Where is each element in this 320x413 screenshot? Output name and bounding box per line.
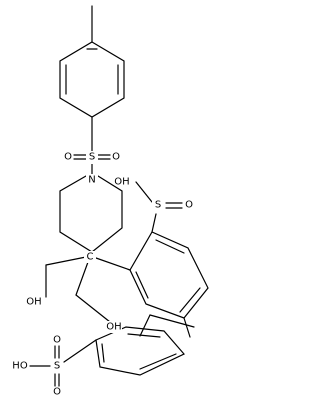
oh-mid-bond: [75, 294, 111, 323]
quaternary-c-to-aryl-bond: [95, 257, 131, 271]
label-bg-sulfonic-top-s: [152, 199, 164, 212]
sulfonic-bottom-o-bottom-label: O: [53, 387, 61, 398]
hydroxymethyl-groups: [45, 256, 111, 323]
ring-n-label: N: [88, 175, 95, 186]
label-bg-ring-n: [86, 174, 98, 186]
toluenesulfonic-acid-lower: [29, 257, 195, 387]
aryl-ring-upper-inner-1: [155, 239, 185, 254]
quaternary-c-label: C: [87, 252, 94, 263]
aryl-ring-lower-inner-2: [139, 353, 177, 370]
sulfonic-top-oh-label: OH: [114, 177, 129, 188]
sulfonic-top-o-label: O: [185, 200, 193, 211]
hydroxyl-left-label: OH: [26, 297, 41, 308]
toluenesulfonic-acid-upper: [129, 181, 209, 338]
methyl-upper-bond: [183, 317, 191, 338]
piperidine-ring: [59, 175, 123, 253]
aryl-ring-lower: [95, 326, 185, 376]
aryl-ring-lower-inner-3: [101, 343, 105, 363]
aryl-ring-upper-inner-2: [179, 287, 201, 313]
sulfonic-bottom-o-top-label: O: [53, 335, 61, 346]
tosyl-group: [59, 5, 125, 177]
sulfonyl-s-label: S: [89, 152, 95, 163]
label-bg-hydroxyl-mid: [106, 321, 122, 333]
hydroxyl-mid-label: OH: [106, 322, 121, 333]
methyl-lower-bond: [149, 314, 195, 328]
ring-to-sulfonic-top-bond: [151, 213, 157, 233]
piperidine-bonds: [59, 175, 123, 253]
ch2-mid-bond: [75, 261, 89, 296]
aryl-ring-upper-inner-3: [135, 271, 149, 299]
sulfonyl-o-left-label: O: [64, 152, 72, 163]
sulfonic-top-s-oh-bond: [135, 181, 153, 203]
label-bg-quaternary-c: [84, 251, 96, 263]
chemical-structure-diagram: S O O N C OH OH OH S O HO S O O: [12, 5, 209, 398]
label-bg-sulfonic-bottom-s: [51, 360, 63, 373]
tosyl-benzene-ring: [59, 41, 125, 118]
ring-to-sulfonic-bottom-bond: [63, 339, 97, 363]
sulfonic-top-s-label: S: [155, 200, 161, 211]
atom-labels: S O O N C OH OH OH S O HO S O O: [12, 151, 193, 398]
aryl-ring-lower-inner-1: [127, 333, 161, 338]
methyl-lower-stub: [139, 314, 151, 337]
sulfonyl-o-right-label: O: [112, 152, 120, 163]
sulfonic-bottom-s-label: S: [54, 361, 60, 372]
ch2-left-bond: [45, 256, 87, 266]
label-bg-sulfonyl-s: [86, 151, 98, 164]
aryl-ring-upper: [129, 231, 209, 319]
sulfonic-bottom-ho-label: HO: [12, 361, 28, 372]
